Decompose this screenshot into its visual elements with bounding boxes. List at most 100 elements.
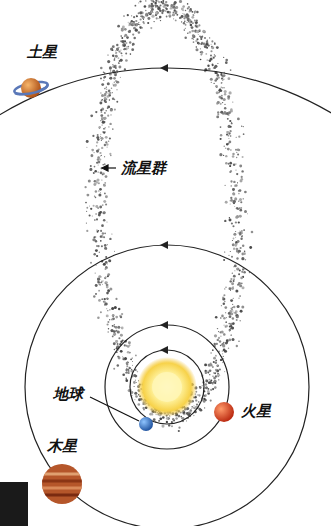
meteor-speck <box>142 15 144 17</box>
meteor-speck <box>166 16 168 18</box>
meteor-speck <box>136 382 137 383</box>
meteor-speck <box>237 153 239 155</box>
meteor-speck <box>222 297 224 299</box>
meteor-speck <box>217 365 218 366</box>
meteor-speck <box>216 364 219 367</box>
meteor-speck <box>225 61 228 64</box>
meteor-speck <box>115 316 118 319</box>
meteor-speck <box>122 356 123 357</box>
meteor-speck <box>198 401 200 403</box>
meteor-speck <box>230 135 231 136</box>
meteor-speck <box>238 232 239 233</box>
meteor-speck <box>232 225 234 227</box>
meteor-speck <box>193 15 194 16</box>
meteor-speck <box>215 85 218 88</box>
meteor-speck <box>225 312 226 313</box>
meteor-speck <box>225 162 228 165</box>
meteor-speck <box>100 211 102 213</box>
meteor-speck <box>185 28 186 29</box>
meteor-speck <box>89 214 91 216</box>
meteor-speck <box>242 244 244 246</box>
meteor-speck <box>212 382 214 384</box>
meteor-speck <box>104 247 107 250</box>
meteor-speck <box>227 95 230 98</box>
meteor-speck <box>236 207 239 210</box>
meteor-speck <box>221 315 224 318</box>
meteor-speck <box>99 102 102 105</box>
meteor-speck <box>213 361 215 363</box>
meteor-speck <box>225 325 228 328</box>
meteor-speck <box>235 216 238 219</box>
meteor-speck <box>118 308 120 310</box>
meteor-speck <box>127 351 130 354</box>
meteor-speck <box>207 390 210 393</box>
meteor-speck <box>96 145 98 147</box>
meteor-speck <box>93 172 95 174</box>
meteor-speck <box>91 149 94 152</box>
meteor-speck <box>109 238 111 240</box>
meteor-speck <box>120 334 123 337</box>
meteor-speck <box>219 368 221 370</box>
meteor-speck <box>214 43 216 45</box>
meteor-speck <box>151 5 154 8</box>
meteor-speck <box>145 10 147 12</box>
meteor-speck <box>144 5 147 8</box>
meteor-speck <box>131 15 132 16</box>
meteor-speck <box>117 326 120 329</box>
meteor-speck <box>204 407 205 408</box>
meteor-speck <box>232 155 235 158</box>
meteor-speck <box>200 59 202 61</box>
meteor-speck <box>187 33 189 35</box>
meteor-speck <box>175 19 177 21</box>
meteor-speck <box>92 135 94 137</box>
meteor-speck <box>110 48 113 51</box>
meteor-speck <box>113 333 116 336</box>
meteor-speck <box>174 7 175 8</box>
meteor-speck <box>249 246 252 249</box>
meteor-speck <box>229 130 231 132</box>
meteor-speck <box>101 224 104 227</box>
meteor-speck <box>223 259 225 261</box>
meteor-speck <box>113 330 116 333</box>
meteor-speck <box>131 48 134 51</box>
leader-line <box>90 397 139 421</box>
meteor-speck <box>230 334 232 336</box>
meteor-speck <box>203 395 205 397</box>
meteor-speck <box>132 45 133 46</box>
meteor-speck <box>97 317 100 320</box>
meteor-speck <box>210 78 213 81</box>
meteor-speck <box>212 382 214 384</box>
meteor-speck <box>240 237 242 239</box>
meteor-speck <box>151 413 153 415</box>
meteor-speck <box>165 1 167 3</box>
meteor-speck <box>205 386 208 389</box>
mars <box>214 402 234 422</box>
meteor-speck <box>222 297 225 300</box>
meteor-speck <box>207 59 208 60</box>
meteor-speck <box>99 159 101 161</box>
meteor-speck <box>233 280 235 282</box>
meteor-speck <box>213 357 216 360</box>
meteor-speck <box>195 48 198 51</box>
meteor-speck <box>236 268 238 270</box>
orbit-arrow <box>160 346 168 354</box>
meteor-speck <box>106 98 107 99</box>
meteor-speck <box>112 128 114 130</box>
meteor-speck <box>132 358 133 359</box>
meteor-speck <box>235 289 238 292</box>
meteor-speck <box>105 110 107 112</box>
meteor-speck <box>172 418 174 420</box>
meteor-speck <box>125 379 128 382</box>
meteor-speck <box>166 4 168 6</box>
meteor-speck <box>125 59 128 62</box>
meteor-speck <box>102 121 105 124</box>
meteor-speck <box>232 310 234 312</box>
meteor-speck <box>183 6 184 7</box>
meteor-speck <box>215 359 217 361</box>
meteor-speck <box>109 288 112 291</box>
meteor-speck <box>191 11 193 13</box>
meteor-speck <box>232 317 234 319</box>
meteor-speck <box>97 161 100 164</box>
meteor-speck <box>150 7 152 9</box>
meteor-speck <box>186 420 187 421</box>
